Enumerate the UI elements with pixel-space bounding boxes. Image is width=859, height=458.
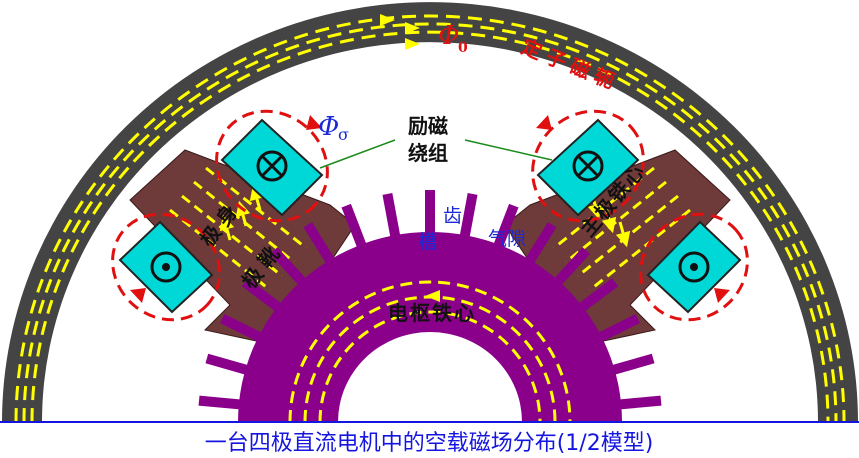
armature-tooth (550, 247, 590, 289)
armature-tooth (613, 395, 662, 410)
yoke-flux-arrows (380, 14, 420, 50)
phi-sigma-symbol: Φ (318, 112, 339, 142)
armature-tooth (198, 395, 247, 410)
yoke-flux-lines (14, 14, 846, 423)
armature-tooth (425, 190, 435, 237)
armature-tooth (523, 222, 557, 268)
armature-tooth (606, 353, 655, 377)
armature-tooth (303, 222, 337, 268)
slot-label: 槽 (418, 231, 437, 253)
leakage-flux-arrows (130, 115, 730, 303)
coil-bottom-left (118, 220, 214, 314)
excitation-winding-label-1: 励磁 (408, 114, 448, 138)
armature-tooth (492, 203, 519, 252)
armature-core-label: 电枢铁心 (388, 301, 476, 325)
armature-tooth (270, 247, 310, 289)
coil-top-left (220, 118, 324, 217)
phi0-subscript: 0 (458, 40, 468, 56)
winding-leader-lines (319, 139, 553, 169)
coil-dot-icon (678, 251, 710, 283)
armature-teeth (198, 190, 662, 410)
coil-dot-icon (150, 251, 182, 283)
armature-core (198, 190, 662, 423)
armature-tooth (382, 193, 401, 242)
armature-tooth (341, 203, 368, 252)
coil-top-right (536, 118, 640, 217)
armature-tooth (459, 193, 478, 242)
armature-tooth (241, 278, 286, 315)
diagram-caption: 一台四极直流电机中的空载磁场分布(1/2模型) (205, 431, 654, 456)
phi0-symbol: Φ (438, 21, 459, 51)
excitation-winding-label-2: 绕组 (408, 141, 448, 165)
tooth-label: 齿 (443, 205, 462, 227)
phi-sigma-subscript: σ (338, 125, 349, 144)
armature-tooth (593, 314, 640, 344)
coil-bottom-right (646, 220, 742, 314)
armature-tooth (220, 314, 267, 344)
armature-tooth (205, 353, 254, 377)
armature-tooth (574, 278, 619, 315)
coil-cross-icon (572, 150, 604, 182)
air-gap-label: 气隙 (488, 228, 526, 250)
coil-cross-icon (256, 150, 288, 182)
